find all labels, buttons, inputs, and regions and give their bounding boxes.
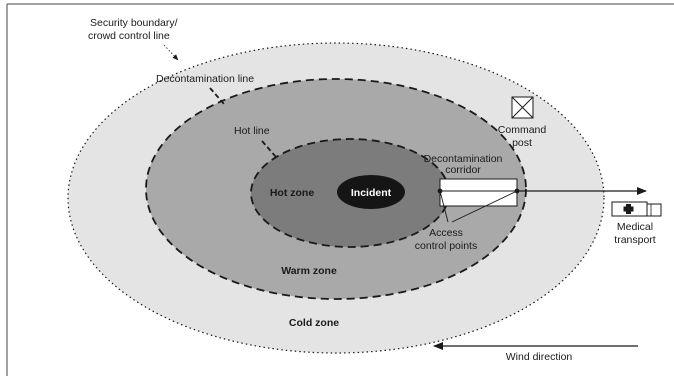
access-control-label-2: control points (415, 240, 477, 252)
access-control-label-1: Access (429, 227, 463, 239)
wind-direction-label: Wind direction (506, 351, 573, 363)
security-boundary-pointer (163, 44, 179, 61)
medical-transport-label-2: transport (614, 234, 656, 246)
medical-transport-label-1: Medical (617, 221, 653, 233)
hot-zone-label: Hot zone (270, 187, 314, 199)
decon-corridor-label-2: corridor (445, 164, 481, 176)
hot-line-label: Hot line (234, 125, 270, 137)
access-pointer-left (439, 190, 449, 223)
decontamination-line-pointer (209, 87, 225, 105)
decontamination-line-label: Decontamination line (156, 73, 254, 85)
decon-corridor-label-1: Decontamination (424, 153, 503, 165)
cold-zone-label: Cold zone (289, 317, 339, 329)
security-boundary-label-1: Security boundary/ (90, 17, 178, 29)
command-post-icon (511, 96, 534, 119)
command-post-label-2: post (512, 137, 532, 149)
incident-marker (337, 175, 405, 209)
incident-label: Incident (351, 187, 392, 199)
security-boundary-label-2: crowd control line (88, 30, 170, 42)
hot-line-pointer (261, 140, 277, 158)
access-pointer-right (451, 190, 518, 223)
ambulance-icon (611, 201, 662, 217)
decontamination-corridor-box (439, 178, 518, 207)
command-post-label-1: Command (498, 124, 547, 136)
warm-zone-label: Warm zone (281, 265, 337, 277)
